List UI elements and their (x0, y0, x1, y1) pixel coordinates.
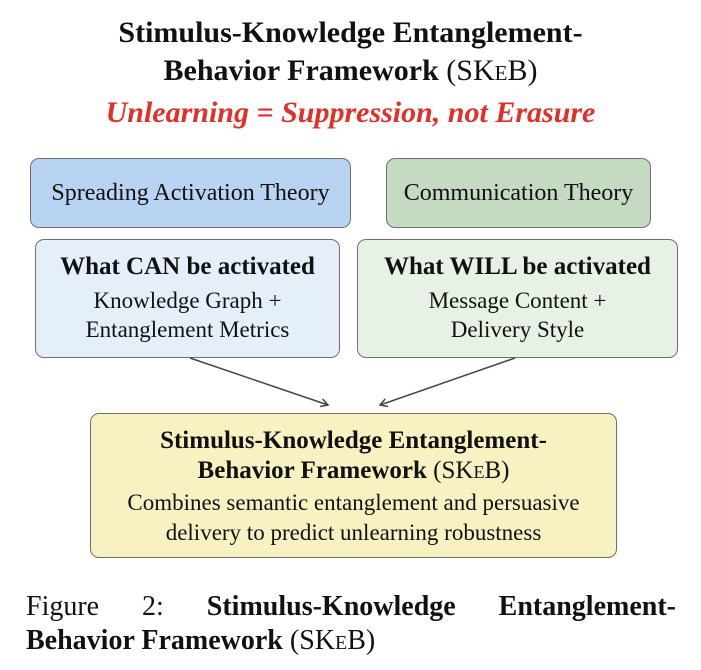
title-acronym: SKeB (456, 54, 528, 87)
figure-subtitle: Unlearning = Suppression, not Erasure (105, 96, 596, 129)
what-can-be-activated-box: What CAN be activated Knowledge Graph + … (35, 239, 340, 358)
caption-number: 2: (142, 591, 164, 622)
framework-box-title-line-2: Behavior Framework (SKeB) (197, 457, 510, 484)
what-will-line-1: Message Content + (428, 288, 607, 313)
caption-line-1: Figure 2: Stimulus-Knowledge Entanglemen… (26, 590, 676, 624)
caption-word-1: Stimulus-Knowledge (206, 591, 456, 622)
title-line-2: Behavior Framework (SKeB) (163, 54, 538, 87)
what-can-be-activated-heading: What CAN be activated (60, 253, 315, 280)
what-will-line-2: Delivery Style (450, 317, 585, 342)
spreading-activation-theory-box: Spreading Activation Theory (30, 158, 351, 228)
spreading-activation-theory-label: Spreading Activation Theory (51, 179, 330, 206)
arrow-left-to-framework (189, 357, 330, 408)
communication-theory-box: Communication Theory (386, 158, 651, 228)
framework-box-acronym: SKeB (441, 457, 502, 484)
caption-word-2: Entanglement- (498, 591, 676, 622)
figure-caption: Figure 2: Stimulus-Knowledge Entanglemen… (26, 590, 676, 658)
what-will-be-activated-box: What WILL be activated Message Content +… (357, 239, 678, 358)
caption-acronym: SKeB (299, 625, 366, 656)
title-line-1: Stimulus-Knowledge Entanglement- (118, 16, 583, 49)
what-can-line-2: Entanglement Metrics (85, 317, 290, 342)
communication-theory-label: Communication Theory (403, 179, 634, 206)
what-can-line-1: Knowledge Graph + (93, 288, 282, 313)
framework-description-line-1: Combines semantic entanglement and persu… (127, 490, 580, 515)
caption-line-2: Behavior Framework (SKeB) (26, 625, 376, 656)
framework-description-line-2: delivery to predict unlearning robustnes… (165, 520, 542, 545)
what-will-be-activated-heading: What WILL be activated (384, 253, 651, 280)
framework-box-title-line-1: Stimulus-Knowledge Entanglement- (160, 427, 547, 454)
arrow-right-to-framework (378, 357, 516, 408)
figure-title: Stimulus-Knowledge Entanglement- Behavio… (0, 14, 701, 90)
skeb-framework-box: Stimulus-Knowledge Entanglement- Behavio… (90, 413, 617, 558)
caption-label: Figure (26, 591, 100, 622)
